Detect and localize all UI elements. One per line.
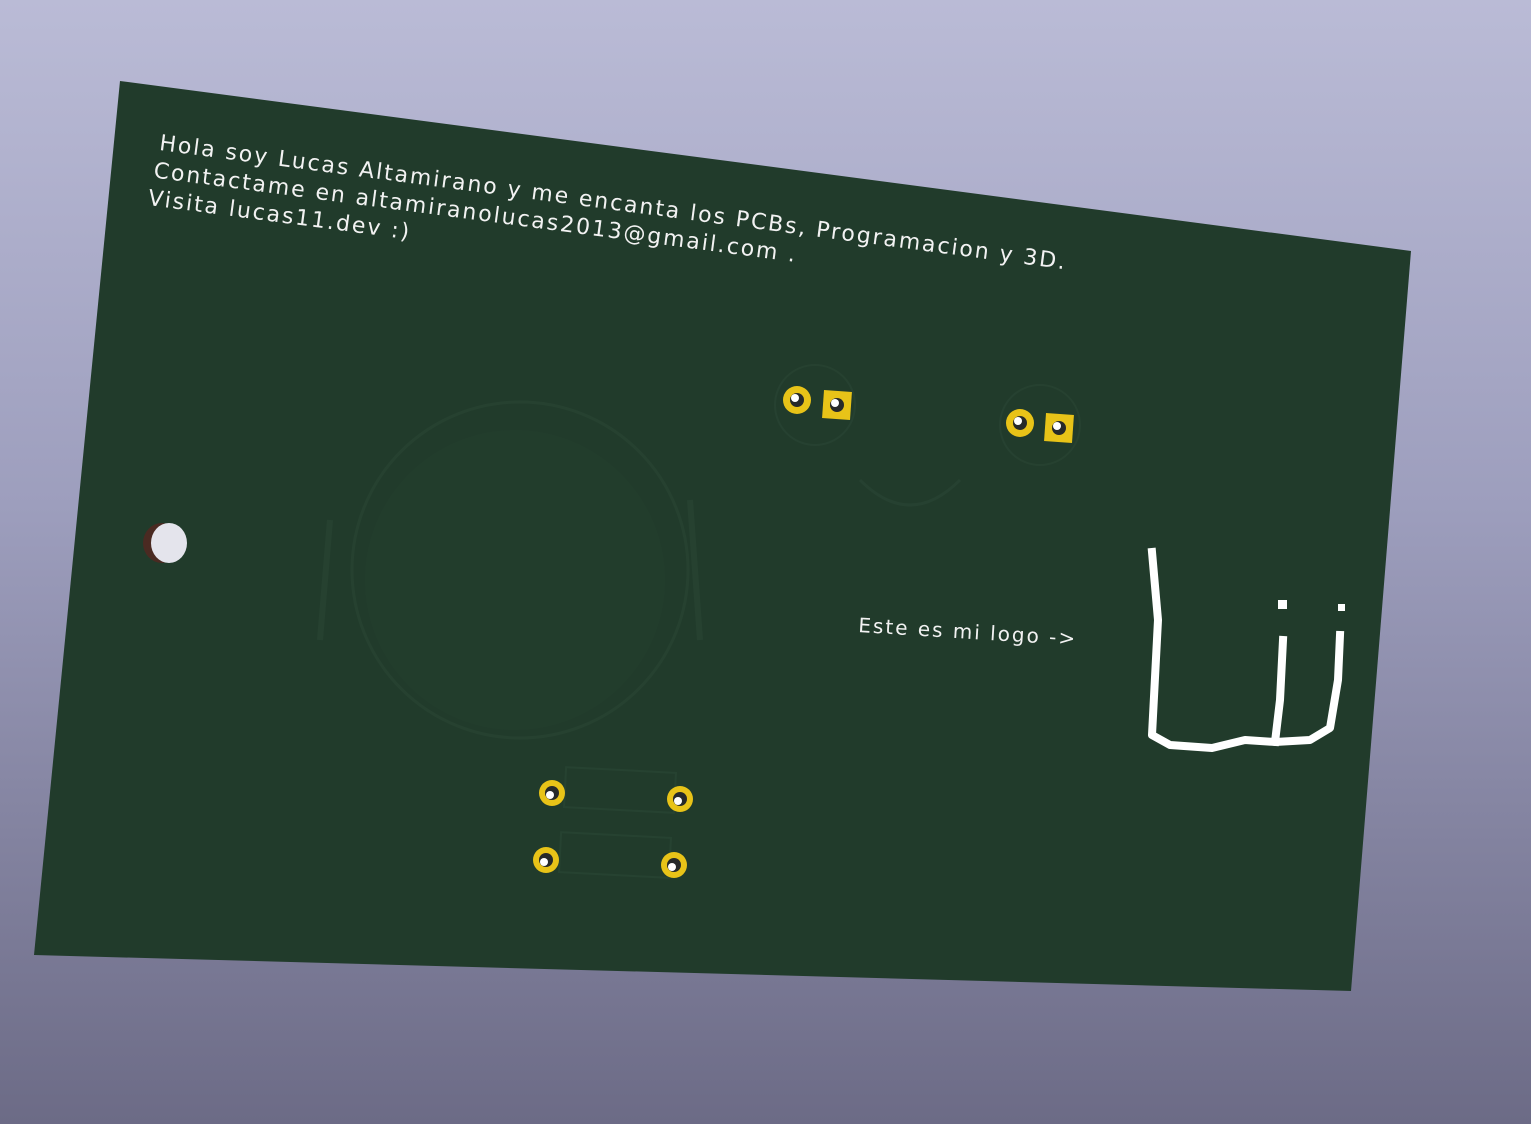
pcb-board [34,81,1411,991]
lu-logo [1147,547,1345,752]
mounting-hole [151,523,187,563]
connector-j1-pads [783,386,852,420]
switch-sw1-pads [533,780,693,878]
connector-j2-pads [1006,409,1074,443]
battery-holder-outline [317,400,703,740]
component-outline-top-right [774,364,1081,507]
